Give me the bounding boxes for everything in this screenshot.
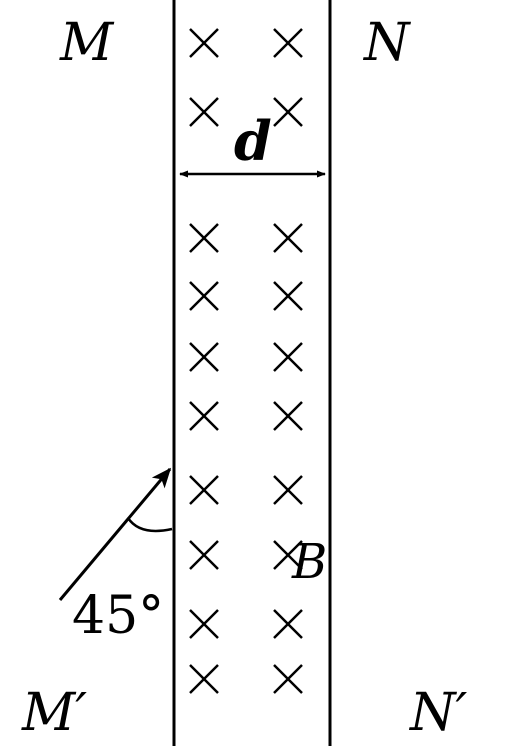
field-cross-mark [189, 664, 219, 694]
field-cross-mark [189, 97, 219, 127]
field-cross-mark [273, 342, 303, 372]
field-cross-mark [189, 281, 219, 311]
velocity-arrow [58, 467, 172, 601]
angle-arc [126, 517, 173, 533]
field-cross-mark [273, 664, 303, 694]
field-cross-mark [273, 281, 303, 311]
field-cross-mark [273, 28, 303, 58]
field-cross-mark [273, 540, 303, 570]
label-field-b: B [291, 534, 327, 590]
field-cross-mark [273, 401, 303, 431]
label-n-bottom: N′ [408, 683, 468, 743]
label-angle: 45° [72, 586, 164, 646]
field-cross-mark [189, 342, 219, 372]
label-width-d: d [234, 109, 272, 173]
label-m-bottom: M′ [21, 683, 87, 743]
field-cross-mark [189, 475, 219, 505]
field-cross-mark [189, 401, 219, 431]
label-m-top: M [59, 13, 115, 73]
field-cross-mark [273, 223, 303, 253]
field-cross-mark [273, 97, 303, 127]
field-cross-mark [273, 475, 303, 505]
field-cross-mark [189, 540, 219, 570]
magnetic-field-crosses [189, 28, 303, 694]
field-cross-mark [273, 609, 303, 639]
field-cross-mark [189, 28, 219, 58]
field-cross-mark [189, 609, 219, 639]
label-n-top: N [362, 13, 411, 73]
field-cross-mark [189, 223, 219, 253]
